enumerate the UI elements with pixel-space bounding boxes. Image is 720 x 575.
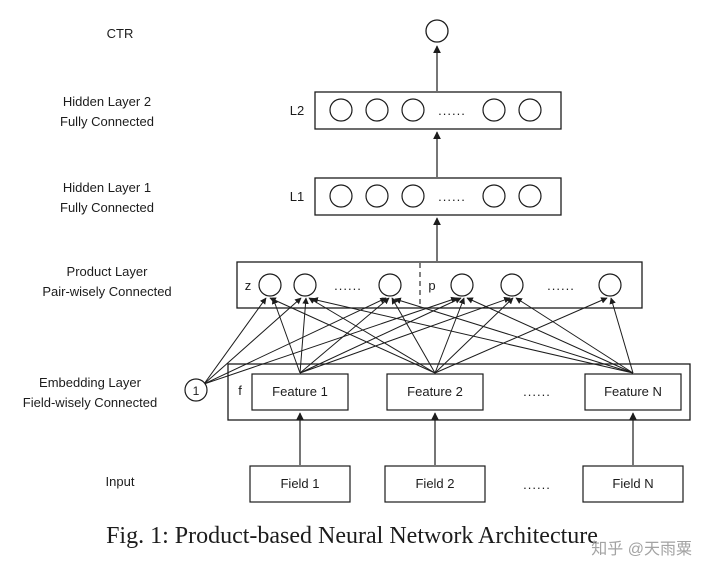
neuron [518, 98, 542, 122]
field-2-box [384, 465, 486, 503]
edge-line [434, 297, 608, 374]
edge-line [466, 297, 634, 374]
p-part-label: p [428, 278, 435, 293]
embedding-layer: 1 f Feature 1 Feature 2 ...... Feature N [184, 363, 691, 421]
neuron [329, 98, 353, 122]
neuron [329, 184, 353, 208]
edge-line [299, 297, 309, 374]
edge-line [203, 296, 458, 385]
ellipsis-text: ...... [547, 278, 575, 293]
field-n-label: Field N [612, 476, 653, 491]
embedding-side-label-line2: Field-wisely Connected [23, 395, 157, 410]
edge-line [308, 297, 436, 374]
input-side-label: Input [106, 474, 135, 489]
feature-1-box [251, 373, 349, 411]
hidden2-side-label-line1: Hidden Layer 2 [63, 94, 151, 109]
bias-node [184, 378, 208, 402]
field-1-box [249, 465, 351, 503]
product-side-label-line1: Product Layer [67, 264, 149, 279]
neuron [401, 184, 425, 208]
hidden-layer-1: L1 ...... [290, 177, 562, 216]
edge-line [391, 297, 436, 374]
edge-line [299, 296, 511, 374]
edge-line [299, 297, 390, 374]
edge-line [609, 297, 634, 374]
product-layer: z ...... p ...... [236, 261, 643, 309]
output-neuron [425, 19, 449, 43]
l2-tag: L2 [290, 103, 304, 118]
figure-caption: Fig. 1: Product-based Neural Network Arc… [106, 523, 598, 549]
neuron [365, 98, 389, 122]
watermark-text: 知乎 @天雨粟 [591, 540, 692, 558]
field-1-label: Field 1 [280, 476, 319, 491]
feature-2-box [386, 373, 484, 411]
l1-tag: L1 [290, 189, 304, 204]
ctr-side-label: CTR [107, 26, 134, 41]
edge-line [203, 297, 302, 385]
neuron [500, 273, 524, 297]
edge-line [515, 297, 634, 374]
side-labels: CTR Hidden Layer 2 Fully Connected Hidde… [23, 26, 172, 489]
ellipsis-text: ...... [523, 477, 551, 492]
bias-label: 1 [193, 384, 200, 398]
embedding-side-label-line1: Embedding Layer [39, 375, 142, 390]
edge-line [434, 297, 514, 374]
edge-line [203, 297, 267, 385]
edge-line [434, 297, 465, 374]
edge-line [299, 297, 462, 374]
neuron [365, 184, 389, 208]
ellipsis-text: ...... [438, 103, 466, 118]
field-n-box [582, 465, 684, 503]
neuron [518, 184, 542, 208]
edge-line [394, 297, 634, 374]
f-label: f [238, 383, 242, 398]
neuron [378, 273, 402, 297]
edge-line [269, 297, 436, 374]
neuron [401, 98, 425, 122]
embedding-product-edges [203, 296, 634, 385]
neuron [450, 273, 474, 297]
feature-n-box [584, 373, 682, 411]
embedding-layer-box [227, 363, 691, 421]
edge-line [311, 297, 634, 374]
neuron [598, 273, 622, 297]
field-2-label: Field 2 [415, 476, 454, 491]
product-side-label-line2: Pair-wisely Connected [42, 284, 171, 299]
feature-n-label: Feature N [604, 384, 662, 399]
feature-2-label: Feature 2 [407, 384, 463, 399]
feature-1-label: Feature 1 [272, 384, 328, 399]
hidden-layer-2: L2 ...... [290, 91, 562, 130]
neuron [258, 273, 282, 297]
input-layer: Field 1 Field 2 ...... Field N [249, 465, 684, 503]
z-part-label: z [245, 278, 252, 293]
edge-line [203, 297, 387, 385]
hidden2-side-label-line2: Fully Connected [60, 114, 154, 129]
neuron [293, 273, 317, 297]
hidden1-side-label-line2: Fully Connected [60, 200, 154, 215]
ellipsis-text: ...... [334, 278, 362, 293]
hidden1-side-label-line1: Hidden Layer 1 [63, 180, 151, 195]
spine-arrows [296, 45, 637, 465]
neuron [482, 184, 506, 208]
ellipsis-text: ...... [438, 189, 466, 204]
output-node-group [425, 19, 449, 43]
ellipsis-text: ...... [523, 384, 551, 399]
edge-line [271, 297, 301, 374]
neuron [482, 98, 506, 122]
